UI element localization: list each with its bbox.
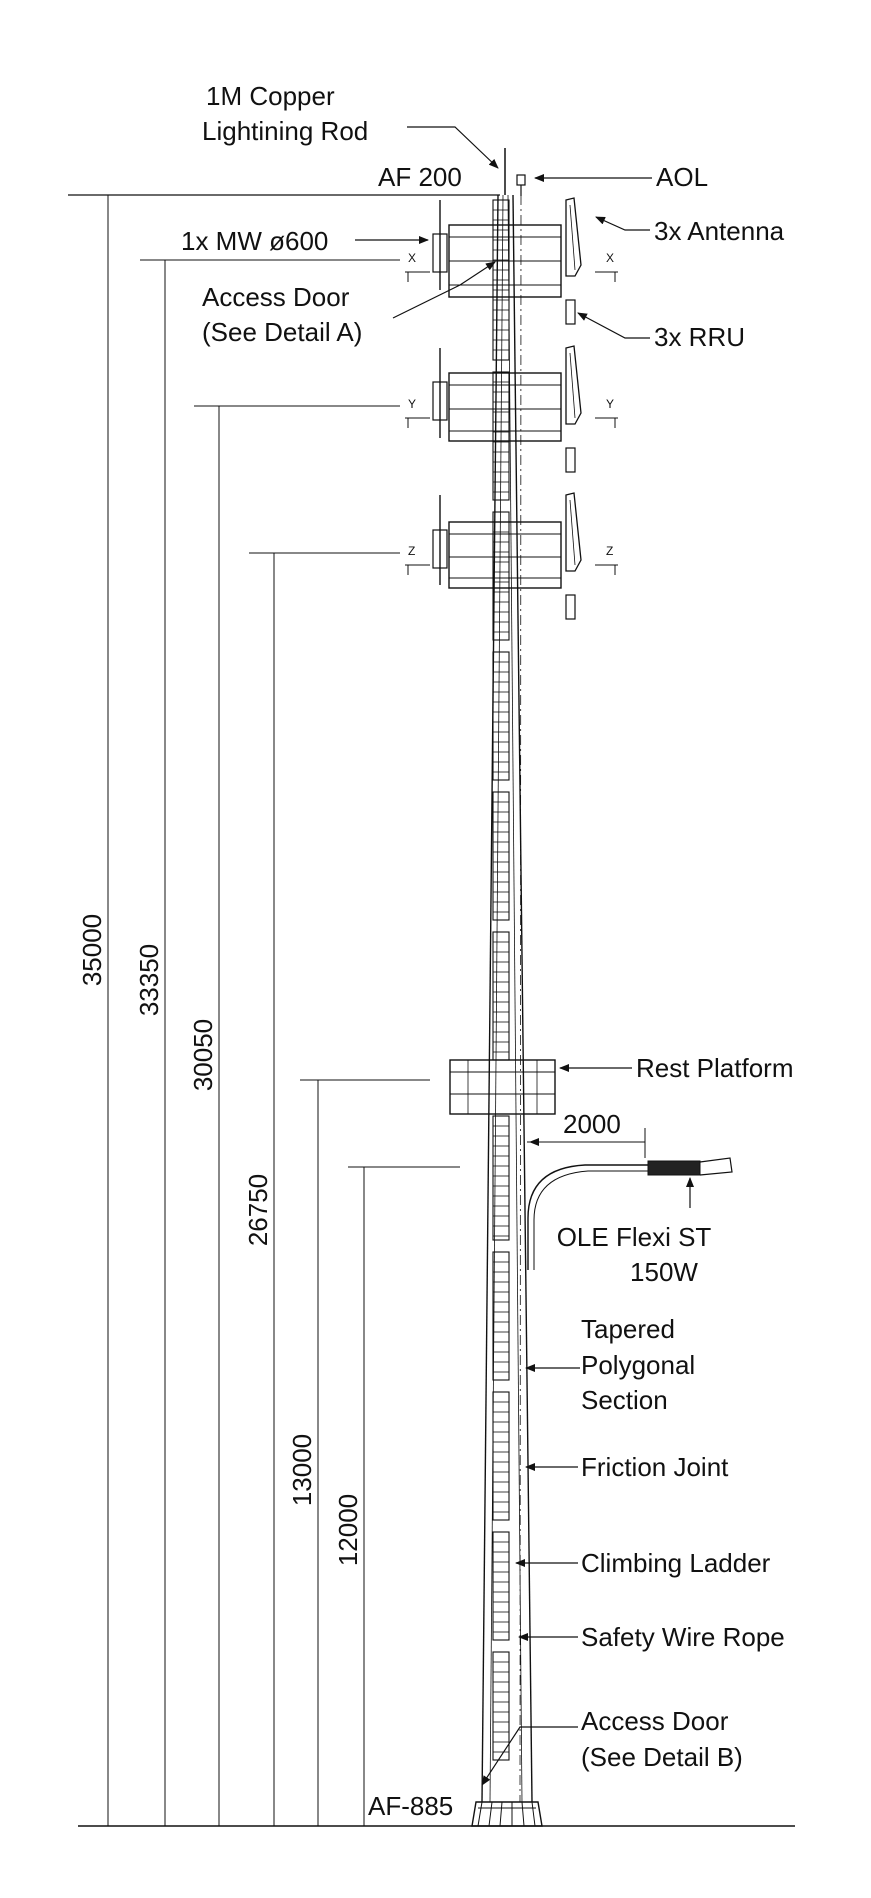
leader-lines xyxy=(355,126,694,1786)
dim-12000: 12000 xyxy=(333,1494,363,1566)
ladder-segment xyxy=(492,1391,510,1521)
section-marker-z: Z Z xyxy=(405,544,618,575)
dimension-lines xyxy=(68,194,646,1826)
access-door-a-label-line2: (See Detail A) xyxy=(202,317,362,347)
safety-wire-label: Safety Wire Rope xyxy=(581,1622,785,1652)
rest-platform-label: Rest Platform xyxy=(636,1053,794,1083)
platform-x xyxy=(432,197,582,325)
section-marker-y: Y Y xyxy=(405,397,618,428)
ole-light-arm xyxy=(527,1157,733,1270)
ole-luminaire xyxy=(647,1160,701,1176)
ladder xyxy=(492,199,510,1761)
ladder-segment xyxy=(492,371,510,501)
climbing-ladder-label: Climbing Ladder xyxy=(581,1548,771,1578)
access-door-b-label-line2: (See Detail B) xyxy=(581,1742,743,1772)
tapered-label-line3: Section xyxy=(581,1385,668,1415)
tapered-label-line1: Tapered xyxy=(581,1314,675,1344)
section-y-right-label: Y xyxy=(606,397,614,411)
platform-z xyxy=(432,492,582,620)
section-z-right-label: Z xyxy=(606,544,613,558)
section-y-left-label: Y xyxy=(408,397,416,411)
section-z-left-label: Z xyxy=(408,544,415,558)
aol-label: AOL xyxy=(656,162,708,192)
access-door-a-label-line1: Access Door xyxy=(202,282,350,312)
rest-platform xyxy=(449,1059,556,1115)
access-door-b-label-line1: Access Door xyxy=(581,1706,729,1736)
ole-label-line2: 150W xyxy=(630,1257,698,1287)
dim-35000: 35000 xyxy=(77,914,107,986)
mw-label: 1x MW ø600 xyxy=(181,226,328,256)
platform-y xyxy=(432,345,582,473)
dim-26750: 26750 xyxy=(243,1174,273,1246)
ladder-segment xyxy=(492,1251,510,1381)
friction-joint-label: Friction Joint xyxy=(581,1452,729,1482)
tower-shaft xyxy=(481,194,533,1803)
ladder-segment xyxy=(492,651,510,781)
lightning-rod-label-line2: Lightining Rod xyxy=(202,116,368,146)
ladder-segment xyxy=(492,1531,510,1641)
af-bottom-label: AF-885 xyxy=(368,1791,453,1821)
lightning-rod-label-line1: 1M Copper xyxy=(206,81,335,111)
section-x-right-label: X xyxy=(606,251,614,265)
rru-label: 3x RRU xyxy=(654,322,745,352)
ladder-segment xyxy=(492,791,510,921)
base-plate xyxy=(471,1801,543,1827)
ladder-segment xyxy=(492,931,510,1061)
ladder-segment xyxy=(492,511,510,641)
ole-label-line1: OLE Flexi ST xyxy=(557,1222,712,1252)
dim-13000: 13000 xyxy=(287,1434,317,1506)
lightning-rod xyxy=(504,148,526,196)
section-marker-x: X X xyxy=(405,251,618,282)
af-top-label: AF 200 xyxy=(378,162,462,192)
antenna-platforms xyxy=(432,197,582,1115)
section-markers: X X Y Y Z Z xyxy=(405,251,618,575)
dim-33350: 33350 xyxy=(134,944,164,1016)
outreach-dimension-label: 2000 xyxy=(563,1109,621,1139)
dim-30050: 30050 xyxy=(188,1019,218,1091)
section-x-left-label: X xyxy=(408,251,416,265)
ladder-segment xyxy=(492,1651,510,1761)
antenna-label: 3x Antenna xyxy=(654,216,785,246)
tapered-label-line2: Polygonal xyxy=(581,1350,695,1380)
ladder-segment xyxy=(492,1115,510,1241)
